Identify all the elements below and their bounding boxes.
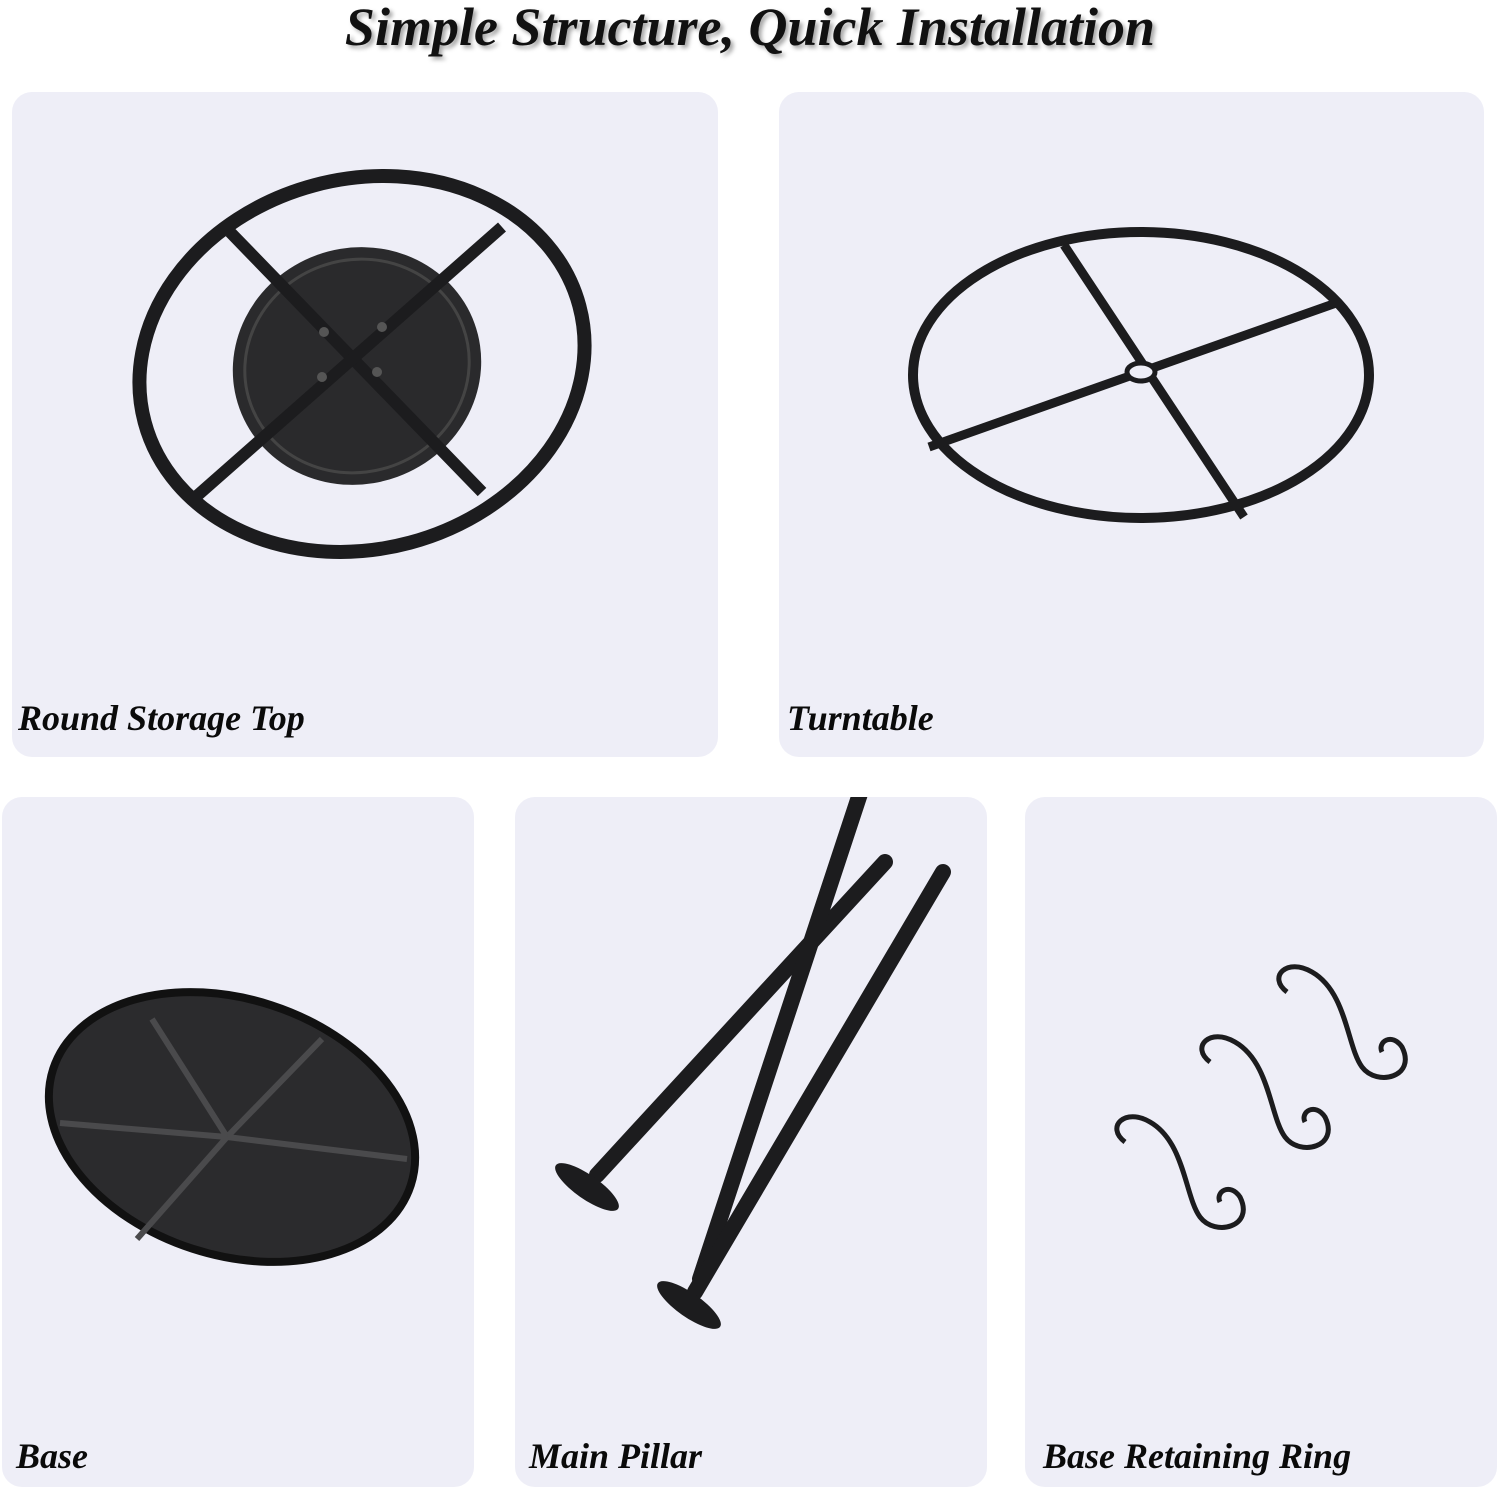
part-panel-round-storage-top: Round Storage Top: [12, 92, 718, 757]
part-label: Turntable: [787, 698, 934, 738]
base-illustration: [44, 988, 420, 1266]
part-panel-base: Base: [2, 797, 474, 1487]
main-pillar-illustration: [555, 797, 951, 1329]
page-title: Simple Structure, Quick Installation: [344, 0, 1156, 57]
turntable-illustration: [908, 227, 1374, 523]
round-storage-top-illustration: [132, 169, 592, 559]
part-label: Base Retaining Ring: [1043, 1436, 1352, 1476]
part-panel-base-retaining-ring: Base Retaining Ring: [1025, 797, 1497, 1487]
part-panel-main-pillar: Main Pillar: [515, 797, 987, 1487]
part-label: Main Pillar: [529, 1436, 703, 1476]
part-label: Round Storage Top: [18, 698, 305, 738]
part-label: Base: [16, 1436, 88, 1476]
base-retaining-ring-illustration: [1114, 964, 1408, 1230]
part-panel-turntable: Turntable: [779, 92, 1484, 757]
